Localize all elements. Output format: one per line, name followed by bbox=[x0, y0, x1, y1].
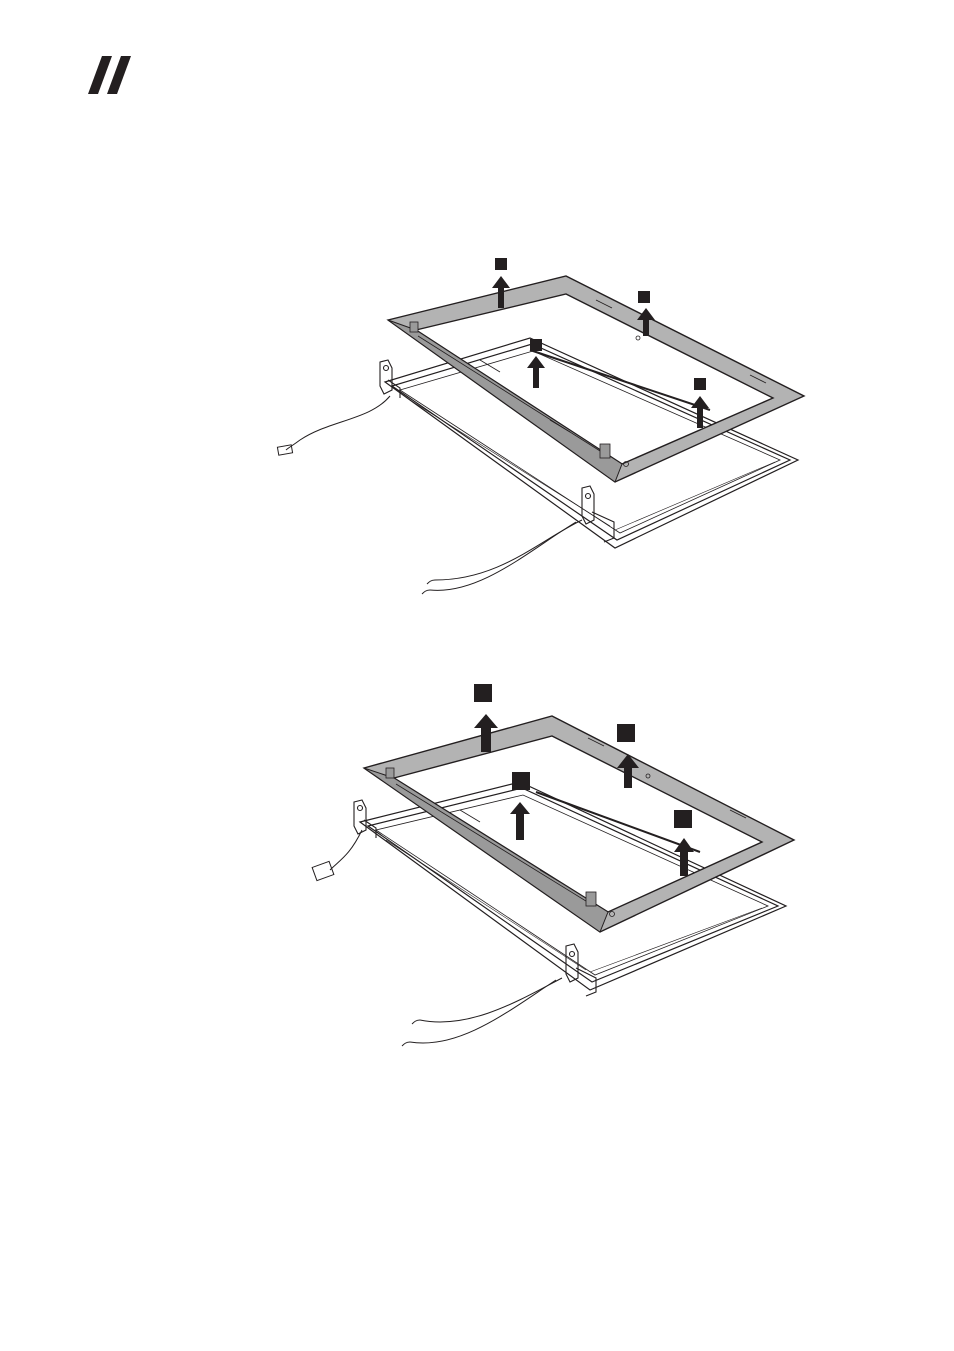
lcd-bezel-icon bbox=[364, 716, 794, 932]
hinge-icon bbox=[582, 486, 614, 542]
hinge-icon bbox=[380, 360, 400, 398]
callout-box bbox=[694, 378, 706, 390]
callout-box bbox=[674, 810, 692, 828]
callout-box bbox=[512, 772, 530, 790]
bezel-removal-figure-2 bbox=[290, 680, 810, 1050]
hinge-icon bbox=[566, 944, 596, 996]
callout-box bbox=[474, 684, 492, 702]
callout-box bbox=[638, 291, 650, 303]
callout-box bbox=[617, 724, 635, 742]
bezel-removal-illustration-2 bbox=[290, 680, 810, 1050]
double-slash-logo-icon bbox=[88, 56, 138, 96]
bezel-removal-illustration-1 bbox=[270, 250, 830, 600]
callout-box bbox=[495, 258, 507, 270]
callout-box bbox=[530, 339, 542, 351]
bezel-removal-figure-1 bbox=[270, 250, 830, 600]
